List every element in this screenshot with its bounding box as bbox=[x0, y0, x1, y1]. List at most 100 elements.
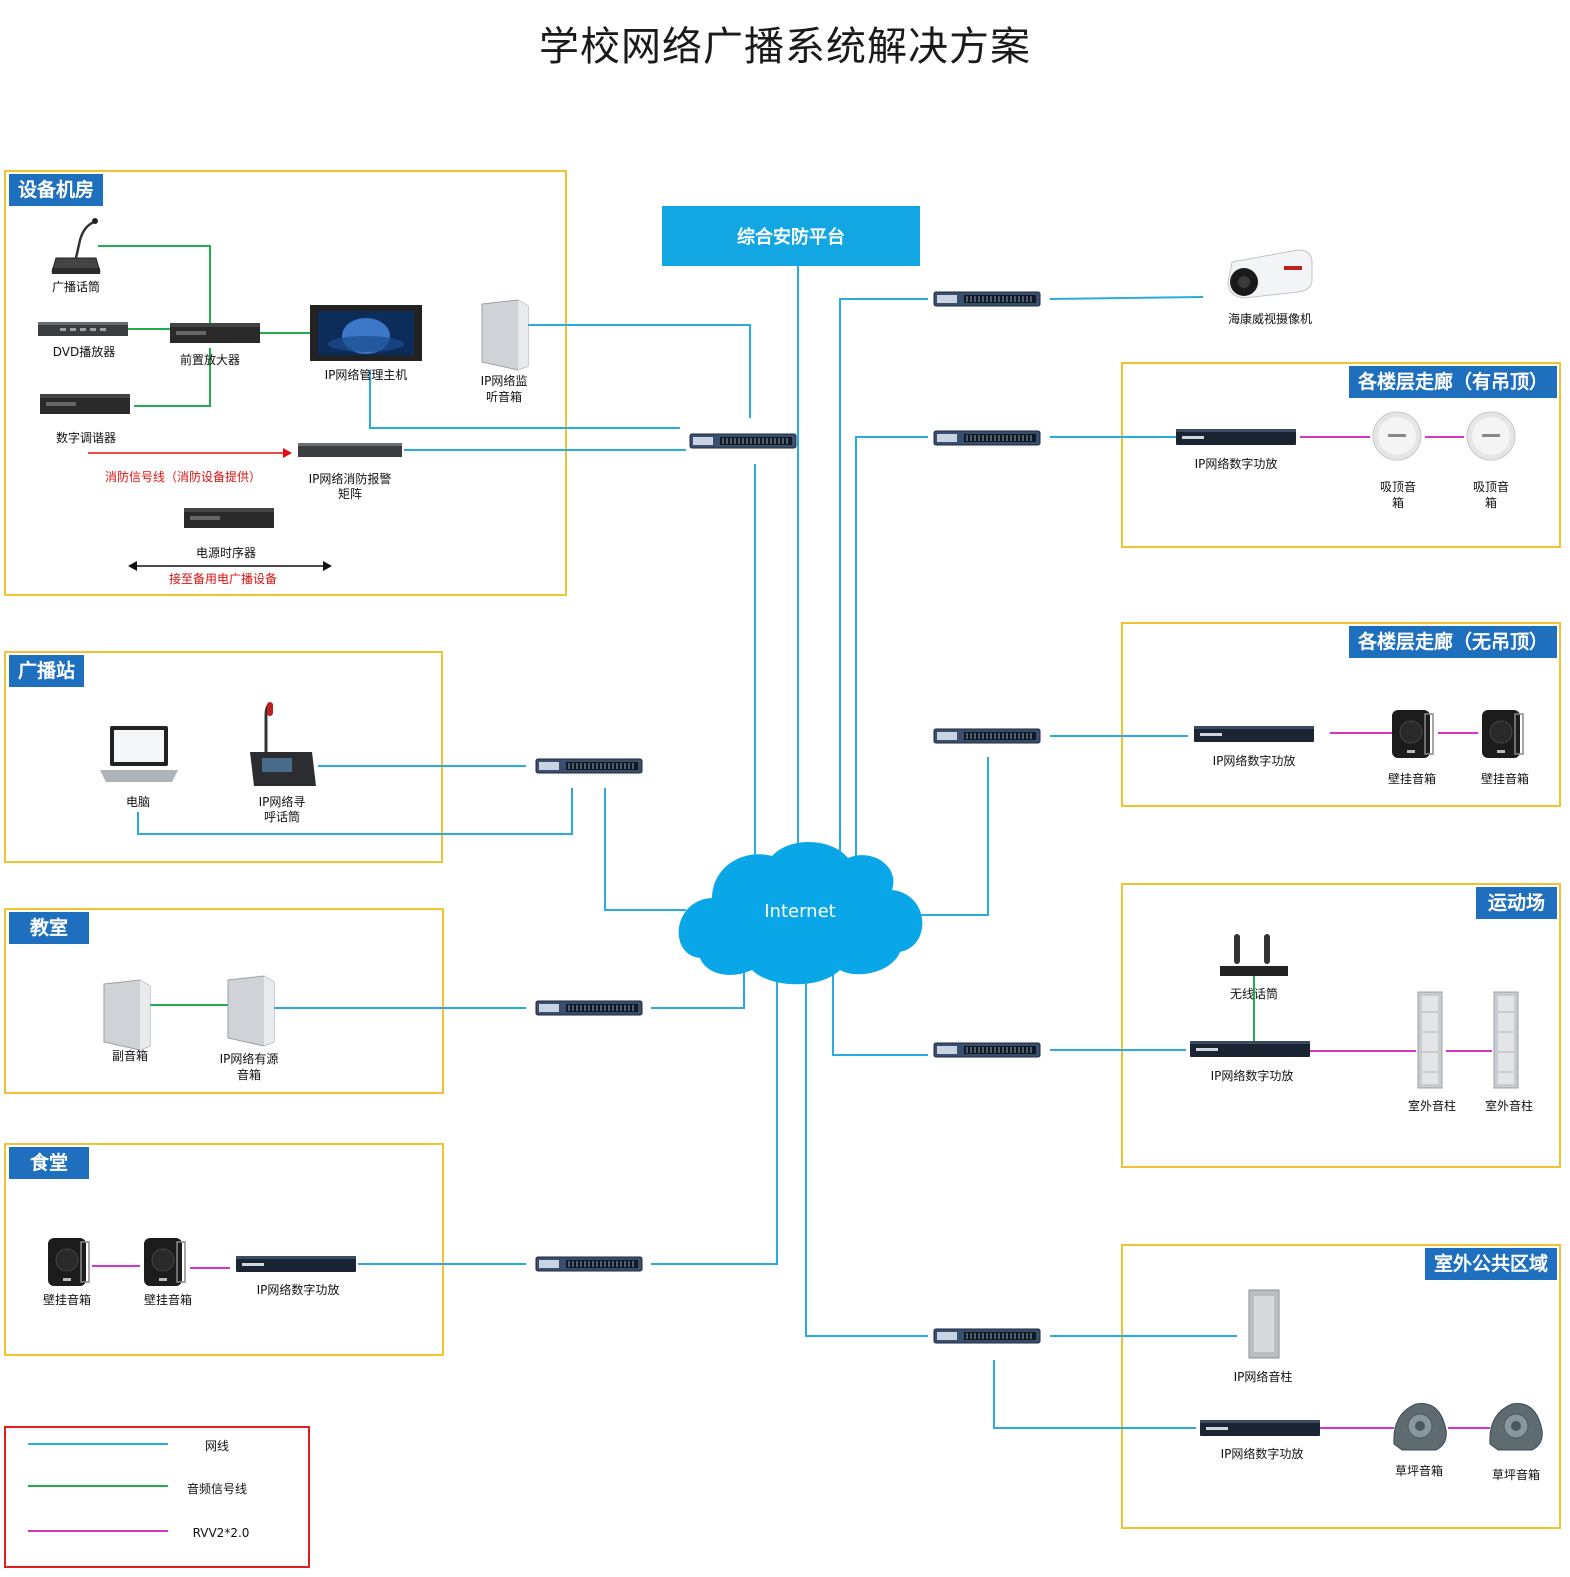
label-digital-amp: IP网络数字功放 bbox=[256, 1283, 340, 1297]
backup-link-line bbox=[128, 561, 332, 571]
fire-signal-line bbox=[88, 448, 292, 458]
zone-corridor-ceiling: 各楼层走廊（有吊顶） bbox=[1121, 362, 1561, 548]
label-backup-link: 接至备用电广播设备 bbox=[168, 572, 278, 586]
zone-playground: 运动场 bbox=[1121, 883, 1561, 1168]
label-ip-host: IP网络管理主机 bbox=[324, 368, 408, 382]
cloud-label: Internet bbox=[764, 901, 835, 922]
ceiling-speaker-icon bbox=[1372, 411, 1422, 461]
digital-amp-icon bbox=[1176, 429, 1296, 445]
switch-corridor-ceiling bbox=[933, 430, 1041, 446]
zone-title-canteen: 食堂 bbox=[9, 1147, 90, 1179]
legend-label-rvv: RVV2*2.0 bbox=[192, 1526, 250, 1540]
label-digital-amp: IP网络数字功放 bbox=[1220, 1447, 1304, 1461]
label-broadcast-mic: 广播话筒 bbox=[51, 280, 101, 294]
internet-cloud bbox=[678, 841, 923, 985]
preamp-icon bbox=[170, 323, 260, 343]
network-lines bbox=[137, 266, 1237, 1429]
sub-speaker-icon bbox=[103, 979, 151, 1051]
zone-title-equipment-room: 设备机房 bbox=[9, 174, 104, 206]
label-lawn-speaker: 草坪音箱 bbox=[1491, 1468, 1541, 1482]
ceiling-speaker-icon bbox=[1466, 411, 1516, 461]
label-wall-speaker: 壁挂音箱 bbox=[143, 1293, 193, 1307]
camera-icon bbox=[1227, 249, 1313, 299]
label-wall-speaker: 壁挂音箱 bbox=[1480, 772, 1530, 786]
switch-playground bbox=[933, 1042, 1041, 1058]
wall-speaker-icon bbox=[1391, 709, 1434, 759]
zone-broadcast-station: 广播站 bbox=[4, 651, 443, 863]
computer-icon bbox=[100, 726, 178, 782]
outdoor-column-icon bbox=[1493, 991, 1519, 1089]
label-ip-column: IP网络音柱 bbox=[1233, 1370, 1293, 1384]
digital-amp-icon bbox=[1194, 726, 1314, 742]
ip-host-icon bbox=[310, 305, 422, 361]
zone-classroom: 教室 bbox=[4, 908, 444, 1094]
switch-classroom bbox=[535, 1000, 643, 1016]
active-speaker-icon bbox=[227, 975, 275, 1047]
label-digital-amp: IP网络数字功放 bbox=[1210, 1069, 1294, 1083]
outdoor-column-icon bbox=[1417, 991, 1443, 1089]
switch-camera bbox=[933, 291, 1041, 307]
label-monitor-speaker-1: IP网络监 bbox=[480, 374, 528, 388]
zone-title-outdoor: 室外公共区域 bbox=[1424, 1248, 1557, 1280]
label-wall-speaker: 壁挂音箱 bbox=[42, 1293, 92, 1307]
digital-amp-icon bbox=[236, 1256, 356, 1272]
lawn-speaker-icon bbox=[1393, 1403, 1447, 1451]
rvv-lines bbox=[92, 436, 1492, 1429]
digital-amp-icon bbox=[1200, 1420, 1320, 1436]
label-wireless-mic: 无线话筒 bbox=[1229, 987, 1279, 1001]
wireless-mic-icon bbox=[1220, 934, 1288, 976]
monitor-speaker-icon bbox=[481, 299, 529, 371]
label-ceiling-speaker-2: 箱 bbox=[1391, 496, 1405, 510]
power-sequencer-icon bbox=[184, 508, 274, 528]
lawn-speaker-icon bbox=[1489, 1403, 1543, 1451]
page-title: 学校网络广播系统解决方案 bbox=[539, 24, 1031, 70]
tuner-icon bbox=[40, 394, 130, 414]
label-lawn-speaker: 草坪音箱 bbox=[1394, 1464, 1444, 1478]
label-digital-amp: IP网络数字功放 bbox=[1212, 754, 1296, 768]
label-paging-mic-2: 呼话筒 bbox=[263, 810, 301, 824]
switch-broadcast-station bbox=[535, 758, 643, 774]
zone-title-broadcast-station: 广播站 bbox=[9, 655, 85, 687]
legend-label-audio: 音频信号线 bbox=[186, 1482, 248, 1496]
label-fire-matrix-2: 矩阵 bbox=[337, 487, 363, 501]
label-tuner: 数字调谐器 bbox=[55, 431, 117, 445]
label-ceiling-speaker-2: 箱 bbox=[1484, 496, 1498, 510]
zone-title-corridor-no-ceiling: 各楼层走廊（无吊顶） bbox=[1348, 626, 1557, 658]
audio-lines bbox=[98, 245, 1255, 1043]
paging-mic-icon bbox=[250, 702, 316, 786]
switch-corridor-no-ceiling bbox=[933, 728, 1041, 744]
label-computer: 电脑 bbox=[125, 795, 151, 809]
label-ceiling-speaker-1: 吸顶音 bbox=[1472, 480, 1510, 494]
ip-column-icon bbox=[1248, 1289, 1280, 1359]
label-preamp: 前置放大器 bbox=[179, 353, 241, 367]
wall-speaker-icon bbox=[143, 1237, 186, 1287]
label-fire-signal: 消防信号线（消防设备提供） bbox=[104, 470, 262, 484]
label-outdoor-column: 室外音柱 bbox=[1484, 1099, 1534, 1113]
zone-title-classroom: 教室 bbox=[9, 912, 90, 944]
label-digital-amp: IP网络数字功放 bbox=[1194, 457, 1278, 471]
label-paging-mic-1: IP网络寻 bbox=[258, 795, 306, 809]
dvd-player-icon bbox=[38, 322, 128, 336]
zone-canteen: 食堂 bbox=[4, 1143, 444, 1356]
label-outdoor-column: 室外音柱 bbox=[1407, 1099, 1457, 1113]
label-active-speaker-2: 音箱 bbox=[236, 1068, 262, 1082]
core-switch bbox=[689, 433, 797, 449]
zone-corridor-no-ceiling: 各楼层走廊（无吊顶） bbox=[1121, 622, 1561, 807]
label-ceiling-speaker-1: 吸顶音 bbox=[1379, 480, 1417, 494]
label-sub-speaker: 副音箱 bbox=[111, 1049, 149, 1063]
legend bbox=[4, 1426, 310, 1568]
zone-title-corridor-ceiling: 各楼层走廊（有吊顶） bbox=[1348, 366, 1557, 398]
label-power-sequencer: 电源时序器 bbox=[195, 546, 257, 560]
security-platform: 综合安防平台 bbox=[662, 206, 920, 266]
switch-outdoor bbox=[933, 1328, 1041, 1344]
zone-title-playground: 运动场 bbox=[1475, 887, 1557, 919]
wall-speaker-icon bbox=[1481, 709, 1524, 759]
switch-canteen bbox=[535, 1256, 643, 1272]
legend-label-network: 网线 bbox=[204, 1439, 230, 1453]
zone-outdoor: 室外公共区域 bbox=[1121, 1244, 1561, 1529]
broadcast-mic-icon bbox=[51, 218, 101, 274]
label-fire-matrix-1: IP网络消防报警 bbox=[308, 472, 392, 486]
fire-matrix-icon bbox=[298, 443, 402, 457]
label-wall-speaker: 壁挂音箱 bbox=[1387, 772, 1437, 786]
